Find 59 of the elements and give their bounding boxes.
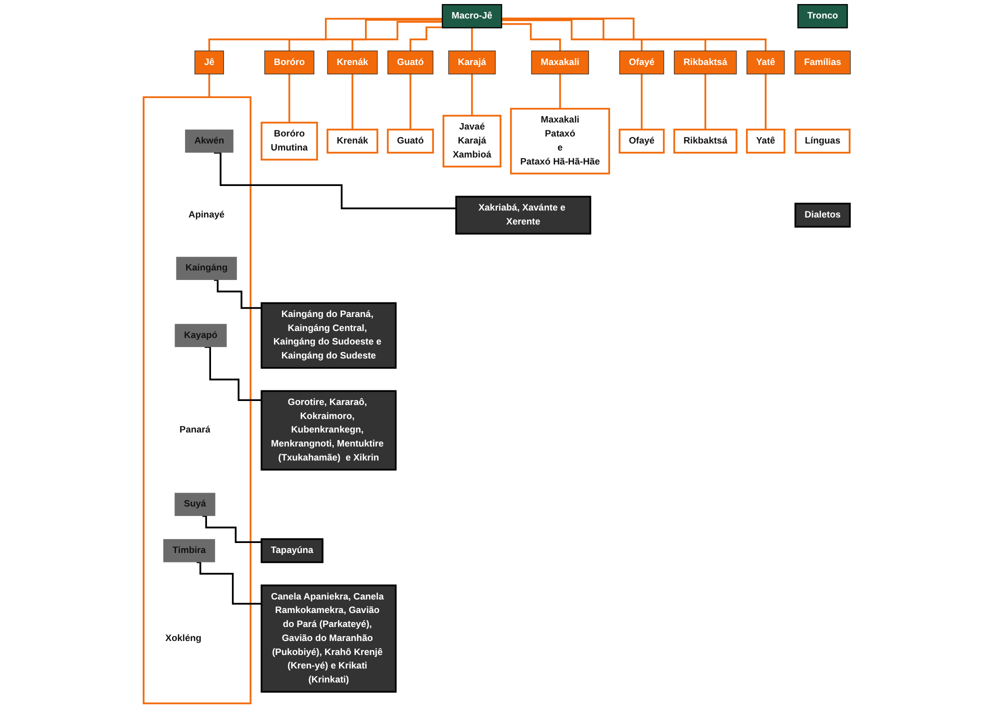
- node-box: Kaingáng do Paraná, Kaingáng Central, Kaingáng do Sudoeste e Kaingáng do Sudeste: [260, 302, 397, 369]
- node-box: Gorotire, Kararaô, Kokraimoro, Kubenkrankegn, Menkrangnoti, Mentuktire (Txukahamãe) e Xikrin: [260, 390, 397, 471]
- node-box: Famílias: [794, 50, 851, 74]
- node-text: Panará: [180, 425, 210, 435]
- connector: [471, 73, 473, 117]
- node-box: Xakriabá, Xavánte e Xerente: [455, 196, 592, 235]
- connector: [196, 561, 262, 605]
- node-box: Guató: [388, 50, 434, 74]
- node-box: Kaingáng: [176, 256, 237, 280]
- node-box: Maxakali Pataxó e Pataxó Hã-Hã-Hãe: [510, 108, 610, 174]
- node-box: Krenák: [327, 50, 378, 74]
- node-box: Suyá: [174, 492, 216, 516]
- connector: [502, 18, 706, 52]
- node-box: Kayapó: [174, 324, 227, 348]
- node-text: Apinayé: [188, 210, 225, 220]
- node-box: Macro-Jê: [442, 4, 502, 28]
- connector: [288, 19, 442, 52]
- connector: [288, 73, 290, 124]
- node-box: Javaé Karajá Xambioá: [442, 114, 502, 168]
- node-box: Canela Apaniekra, Canela Ramkokamekra, Gavião do Pará (Parkateyé), Gavião do Maranhão (Pukobiyé), Krahô Krenjê (Kren-yé) e Krikati (Krinkati): [260, 584, 397, 693]
- node-box: Ofayé: [618, 128, 665, 154]
- node-box: Krenák: [326, 128, 378, 154]
- connector: [410, 73, 412, 130]
- node-box: Tapayúna: [260, 538, 324, 564]
- connector: [502, 18, 767, 52]
- node-box: Ofayé: [619, 50, 664, 74]
- node-box: Tronco: [797, 4, 848, 28]
- node-box: Boróro: [264, 50, 314, 74]
- node-box: Guató: [386, 128, 434, 154]
- node-box: Maxakali: [531, 50, 589, 74]
- connector: [208, 18, 442, 52]
- connector: [502, 19, 643, 52]
- connector: [208, 73, 210, 98]
- node-box: Dialetos: [794, 202, 851, 228]
- connector: [410, 26, 442, 52]
- connector: [204, 346, 262, 401]
- node-box: Rikbaktsá: [673, 128, 738, 154]
- node-box: Akwén: [185, 130, 234, 153]
- node-box: Boróro Umutina: [260, 122, 318, 161]
- node-box: Karajá: [448, 50, 496, 74]
- connector: [214, 152, 456, 210]
- connector: [764, 73, 767, 130]
- connector: [352, 73, 354, 130]
- connector: [559, 73, 561, 110]
- node-text: Xokléng: [165, 633, 202, 644]
- cluster: [142, 96, 252, 704]
- connector: [704, 73, 706, 130]
- node-box: Timbira: [163, 539, 216, 562]
- connector: [471, 26, 473, 52]
- node-box: Jê: [194, 50, 224, 74]
- connector: [640, 73, 643, 130]
- connector: [352, 21, 442, 52]
- connector: [502, 23, 561, 52]
- connector: [202, 515, 262, 543]
- node-box: Línguas: [794, 128, 850, 154]
- node-box: Yatê: [746, 128, 786, 154]
- node-box: Rikbaktsá: [674, 50, 737, 74]
- node-box: Yatê: [746, 50, 785, 74]
- connector: [214, 279, 262, 309]
